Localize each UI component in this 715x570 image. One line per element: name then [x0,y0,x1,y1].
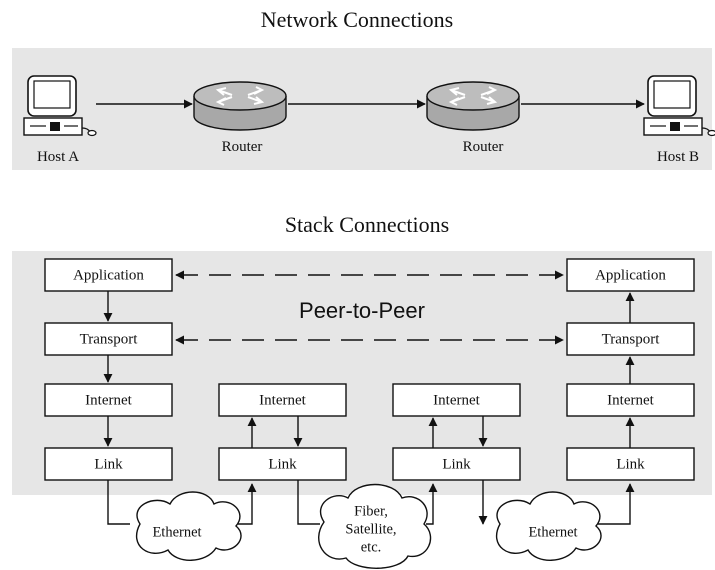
host-a-internet-layer [44,383,173,417]
host-a-internet-label: Internet [85,392,132,408]
ethernet-cloud-right: Ethernet [495,491,602,561]
ethernet-cloud-left: Ethernet [135,491,242,561]
router-1-label: Router [222,139,263,155]
host-a-link-label: Link [94,456,123,472]
router-1-link-layer [218,447,347,481]
fiber-satellite-cloud: Fiber, Satellite, etc. [318,483,432,569]
host-a-link-to-ethernet-line [107,480,130,525]
host-b-internet-label: Internet [607,392,654,408]
router-1-link-to-fiber-line [297,480,320,525]
ethernet-to-host-b-arrow [598,483,635,525]
network-title: Network Connections [261,7,453,32]
router-2-label: Router [463,139,504,155]
stack-title: Stack Connections [285,212,449,237]
satellite-label: Satellite, [345,521,396,537]
host-a-transport-label: Transport [80,331,139,347]
router-1-icon [193,81,287,131]
router-2-internet-label: Internet [433,392,480,408]
fiber-label: Fiber, [354,503,388,519]
host-a-label: Host A [37,149,79,165]
ethernet-right-label: Ethernet [528,524,577,540]
router-1-internet-layer [218,383,347,417]
etc-label: etc. [361,539,382,555]
host-a-application-label: Application [73,267,144,283]
host-b-transport-label: Transport [602,331,661,347]
router-2-internet-layer [392,383,521,417]
ethernet-left-label: Ethernet [152,524,201,540]
host-b-application-layer [566,258,695,292]
ethernet-to-router-1-arrow [238,483,257,525]
router-1-internet-label: Internet [259,392,306,408]
router-2-link-label: Link [442,456,471,472]
host-b-internet-layer [566,383,695,417]
peer-to-peer-label: Peer-to-Peer [299,298,425,323]
router-2-icon [426,81,520,131]
host-b-label: Host B [657,149,699,165]
host-b-link-label: Link [616,456,645,472]
router-2-link-layer [392,447,521,481]
fiber-to-router-2-arrow [426,483,438,525]
network-panel [12,48,712,170]
router-1-link-label: Link [268,456,297,472]
host-b-transport-layer [566,322,695,356]
host-a-transport-layer [44,322,173,356]
host-b-application-label: Application [595,267,666,283]
